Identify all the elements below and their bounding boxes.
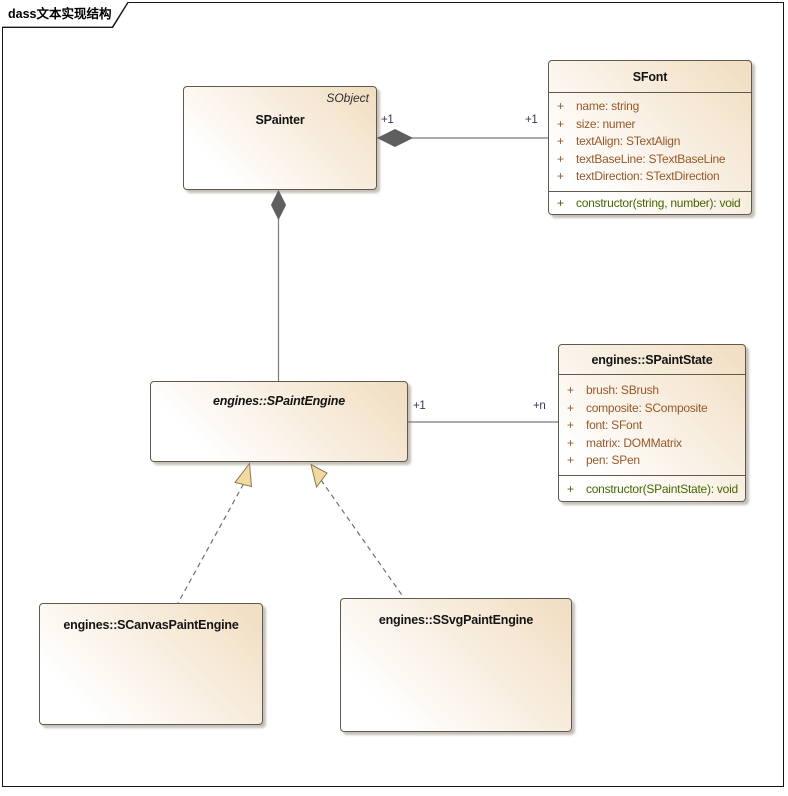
class-sfont[interactable]: SFont +name: string +size: numer +textAl… (548, 60, 752, 215)
class-title: engines::SSvgPaintEngine (378, 613, 534, 627)
multiplicity-label: +n (533, 400, 546, 412)
class-title: engines::SCanvasPaintEngine (63, 618, 239, 632)
operation-row: +constructor(string, number): void (557, 196, 741, 210)
class-title: engines::SPaintState (591, 352, 713, 367)
class-title: engines::SPaintEngine (213, 394, 345, 408)
multiplicity-label: +1 (413, 400, 426, 412)
attribute-row: +textDirection: STextDirection (557, 169, 720, 183)
class-title: SPainter (255, 113, 305, 127)
operations-compartment: +constructor(string, number): void (549, 191, 751, 216)
operation-row: +constructor(SPaintState): void (567, 482, 738, 496)
spainter-annotation: SObject (326, 91, 369, 105)
class-spaintengine[interactable]: engines::SPaintEngine (150, 381, 408, 462)
attribute-row: +textBaseLine: STextBaseLine (557, 151, 726, 166)
multiplicity-label: +1 (525, 114, 538, 126)
attribute-row: +brush: SBrush (567, 383, 659, 397)
class-title: SFont (632, 69, 668, 84)
diagram-title: dass文本实现结构 (8, 7, 112, 21)
class-scanvaspaintengine[interactable]: engines::SCanvasPaintEngine (39, 603, 263, 725)
multiplicity-label: +1 (381, 114, 394, 126)
attribute-row: +name: string (557, 99, 640, 113)
attribute-row: +composite: SComposite (567, 400, 708, 415)
class-spainter[interactable]: SObject SPainter (183, 86, 377, 190)
attribute-row: +matrix: DOMMatrix (567, 435, 682, 450)
attribute-row: +size: numer (557, 116, 636, 131)
attribute-row: +font: SFont (567, 418, 642, 432)
operations-compartment: +constructor(SPaintState): void (559, 475, 745, 503)
class-ssvgpaintengine[interactable]: engines::SSvgPaintEngine (340, 598, 572, 732)
attribute-row: +textAlign: STextAlign (557, 134, 681, 148)
attribute-row: +pen: SPen (567, 453, 640, 467)
class-spaintstate[interactable]: engines::SPaintState +brush: SBrush +com… (558, 344, 746, 502)
diagram-tab: dass文本实现结构 (2, 2, 129, 28)
attributes-compartment: +name: string +size: numer +textAlign: S… (549, 92, 751, 191)
attributes-compartment: +brush: SBrush +composite: SComposite +f… (559, 374, 745, 475)
